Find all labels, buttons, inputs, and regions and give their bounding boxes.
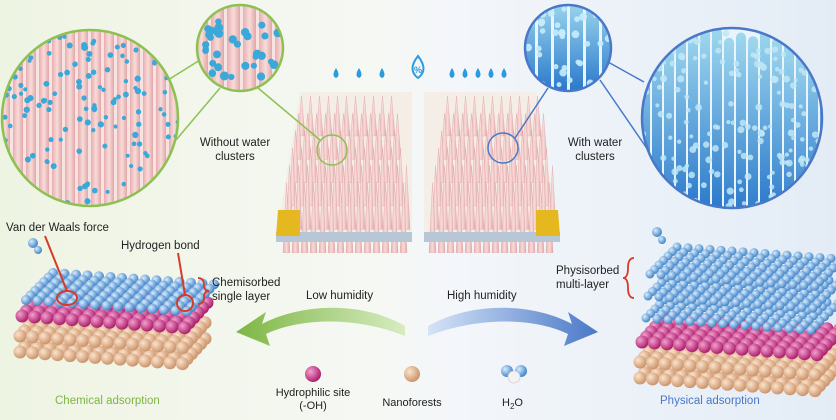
hydrophilic-site-icon	[305, 366, 321, 382]
label-van-der-waals: Van der Waals force	[6, 222, 109, 234]
magnified-dry-detail	[195, 3, 285, 93]
label-with-water-clusters: With water clusters	[567, 137, 623, 163]
legend-nanoforests: Nanoforests	[382, 397, 442, 409]
nanoforest-icon	[404, 366, 420, 382]
label-chemisorbed: Chemisorbed single layer	[212, 277, 281, 303]
free-water-molecule-left	[28, 238, 42, 254]
label-low-humidity: Low humidity	[306, 290, 374, 302]
hydrogen-bond-marker	[176, 252, 194, 312]
humidity-drop-icon	[411, 54, 425, 80]
label-hydrogen-bond: Hydrogen bond	[121, 240, 200, 252]
label-physisorbed: Physisorbed multi-layer	[556, 265, 620, 291]
device-left-half	[276, 92, 412, 253]
van-der-waals-marker	[44, 235, 78, 306]
zoom-connector-right	[487, 61, 649, 164]
physisorbed-bracket	[622, 257, 635, 299]
legend-water: H2O	[502, 397, 523, 412]
water-drops-left	[333, 68, 385, 78]
magnified-dry-nanoforest	[0, 28, 180, 208]
gold-electrode-right	[536, 210, 560, 236]
label-physical-adsorption: Physical adsorption	[660, 395, 760, 407]
water-drops-right	[449, 68, 507, 78]
physisorbed-slab	[633, 242, 836, 398]
magnified-wet-nanoforest	[640, 26, 824, 210]
chemisorbed-bracket	[197, 277, 210, 305]
arrow-high-humidity	[428, 307, 598, 346]
zoom-connector-left	[167, 59, 348, 166]
legend-hydrophilic-site: Hydrophilic site (-OH)	[275, 387, 351, 412]
label-without-water-clusters: Without water clusters	[199, 137, 271, 163]
arrow-low-humidity	[236, 307, 405, 346]
magnified-wet-detail	[523, 3, 613, 93]
gold-electrode-left	[276, 210, 300, 236]
label-high-humidity: High humidity	[447, 290, 517, 302]
chemisorbed-slab	[13, 268, 219, 371]
free-water-molecule-right	[652, 227, 666, 244]
device-right-half	[424, 92, 560, 253]
water-molecule-icon	[501, 365, 527, 384]
humidity-symbol: %	[413, 65, 422, 75]
label-chemical-adsorption: Chemical adsorption	[55, 395, 160, 407]
